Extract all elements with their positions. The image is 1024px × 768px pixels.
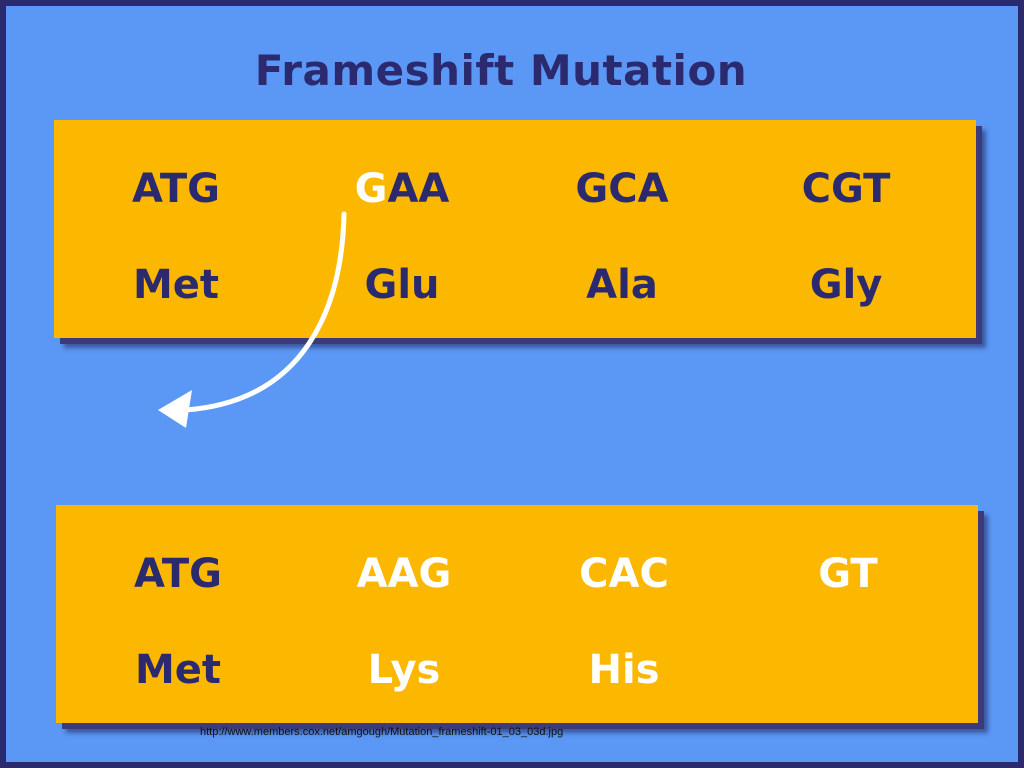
mutated-codon-2: AAG (356, 551, 452, 597)
slide: Frameshift Mutation ATG GAA GCA CGT Met … (6, 6, 1018, 762)
original-codon-2: GAA (292, 166, 512, 212)
mutated-sequence-panel: ATG AAG CAC GT Met Lys His (56, 505, 978, 723)
original-codon-3: GCA (575, 166, 669, 212)
mutated-codon-3: CAC (579, 551, 669, 597)
original-amino-acid-4: Gly (809, 262, 883, 308)
mutated-codon-4: GT (818, 551, 878, 597)
original-amino-acid-2: Glu (364, 262, 440, 308)
source-url: http://www.members.cox.net/amgough/Mutat… (200, 726, 564, 738)
slide-title: Frameshift Mutation (254, 46, 748, 95)
mutated-codon-1: ATG (134, 551, 222, 597)
original-sequence-panel: ATG GAA GCA CGT Met Glu Ala Gly (54, 120, 976, 338)
original-amino-acid-3: Ala (586, 262, 658, 308)
mutated-amino-acid-1: Met (134, 647, 222, 693)
original-amino-acid-1: Met (132, 262, 220, 308)
mutated-amino-acid-3: His (588, 647, 660, 693)
deleted-base: G (354, 166, 388, 212)
original-codon-4: CGT (801, 166, 891, 212)
original-codon-1: ATG (132, 166, 220, 212)
deletion-arrow-head (158, 390, 192, 428)
original-codon-2-rest: AA (387, 166, 450, 212)
mutated-amino-acid-2: Lys (367, 647, 441, 693)
